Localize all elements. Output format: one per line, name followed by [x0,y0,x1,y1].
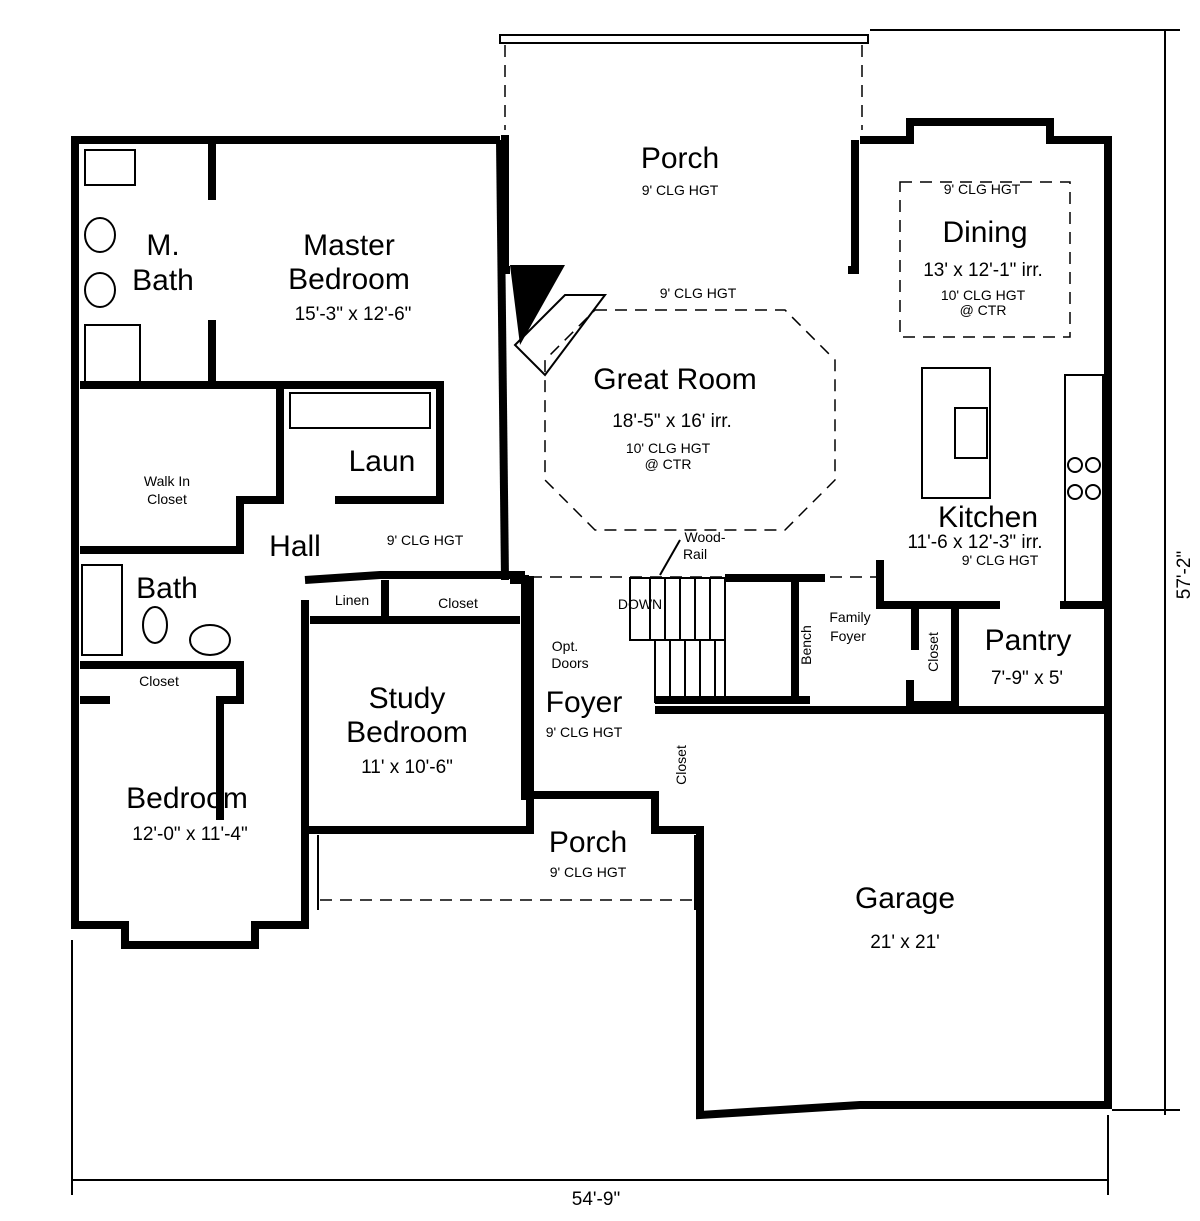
master-bedroom-size: 15'-3" x 12'-6" [295,304,412,325]
pantry-size: 7'-9" x 5' [991,668,1063,689]
pantry-label: Pantry [985,624,1072,657]
family-foyer-label-1: Family [829,609,870,625]
porch-rear-label: Porch [641,142,719,175]
family-closet-label: Closet [925,632,941,672]
kitchen-island [921,367,1104,606]
walk-in-closet-label-1: Walk In [144,473,190,489]
great-room-label: Great Room [593,363,756,396]
kitchen-ceiling: 9' CLG HGT [962,552,1039,568]
bench-label: Bench [798,625,814,665]
great-room-ceiling-note: @ CTR [645,456,692,472]
great-room-size: 18'-5" x 16' irr. [612,411,732,432]
laundry-label: Laun [349,445,416,478]
garage-size: 21' x 21' [870,932,940,953]
master-bath-label-1: M. [146,229,179,262]
ceiling-outlines [544,181,1071,531]
study-bedroom-label-1: Study [369,682,446,715]
porch-front-label: Porch [549,826,627,859]
master-bedroom-label-2: Bedroom [288,263,410,296]
wood-rail-leader [659,539,681,576]
fireplace [510,265,607,377]
interior-walls [80,140,1108,830]
study-closet-label: Closet [438,595,478,611]
opt-doors-label-1: Opt. [552,638,578,654]
great-room-ceiling-top: 9' CLG HGT [660,285,737,301]
foyer-closet-label: Closet [673,745,689,785]
kitchen-size: 11'-6 x 12'-3" irr. [907,532,1042,553]
bedroom-label: Bedroom [126,782,248,815]
great-room-ceiling: 10' CLG HGT [626,440,711,456]
dining-ceiling-note: @ CTR [960,302,1007,318]
linen-label: Linen [335,592,369,608]
overall-depth-dimension: 57'-2" [1174,551,1195,599]
opt-doors-label-2: Doors [551,655,588,671]
hall-ceiling: 9' CLG HGT [387,532,464,548]
dimension-lines [71,29,1180,1195]
dining-ceiling-top: 9' CLG HGT [944,181,1021,197]
dining-label: Dining [942,216,1027,249]
overall-width-dimension: 54'-9" [572,1189,620,1210]
kitchen-label: Kitchen [938,501,1038,534]
hall-label: Hall [269,530,321,563]
study-bedroom-label-2: Bedroom [346,716,468,749]
bedroom-closet-label: Closet [139,673,179,689]
garage-label: Garage [855,882,955,915]
bedroom-size: 12'-0" x 11'-4" [132,824,247,845]
wood-rail-label-1: Wood- [685,529,726,545]
wood-rail-label-2: Rail [683,546,707,562]
study-bedroom-size: 11' x 10'-6" [361,757,453,778]
dining-size: 13' x 12'-1" irr. [923,260,1043,281]
walk-in-closet-label-2: Closet [147,491,187,507]
dining-ceiling: 10' CLG HGT [941,287,1026,303]
master-bath-label-2: Bath [132,264,194,297]
master-bedroom-label-1: Master [303,229,395,262]
porch-front-ceiling: 9' CLG HGT [550,864,627,880]
bath-label: Bath [136,572,198,605]
stairs-down-label: DOWN [618,596,662,612]
porch-rear-ceiling: 9' CLG HGT [642,182,719,198]
foyer-label: Foyer [546,686,623,719]
exterior-walls [71,118,1112,1120]
stairs [629,577,726,703]
family-foyer-label-2: Foyer [830,628,866,644]
porch-outlines [317,34,880,910]
foyer-ceiling: 9' CLG HGT [546,724,623,740]
bath-fixtures [81,149,431,656]
